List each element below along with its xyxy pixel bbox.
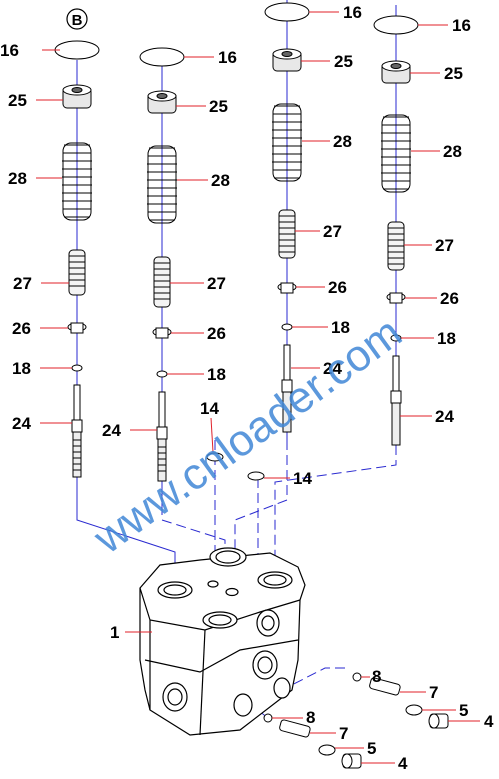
callout-27: 27 — [207, 274, 226, 293]
spool-24 — [156, 391, 168, 482]
oring-18 — [281, 323, 293, 331]
disc-16 — [264, 2, 310, 22]
callout-27: 27 — [323, 222, 342, 241]
spring-27 — [278, 209, 296, 259]
retainer-26 — [386, 292, 406, 304]
callout-8: 8 — [372, 667, 381, 686]
spool-24 — [390, 355, 402, 446]
oring-18 — [71, 364, 83, 372]
spring-28 — [272, 103, 302, 182]
ball-8 — [263, 713, 273, 723]
column-a-parts — [54, 40, 100, 478]
callout-26: 26 — [12, 319, 31, 338]
callout-16: 16 — [218, 48, 237, 67]
seal-25 — [381, 60, 411, 84]
callout-4: 4 — [398, 754, 408, 773]
plug-4 — [341, 753, 362, 769]
callout-7: 7 — [339, 724, 348, 743]
seal-25 — [147, 90, 177, 114]
callout-27: 27 — [435, 236, 454, 255]
leader-lines — [36, 11, 480, 764]
callout-25: 25 — [8, 91, 27, 110]
spring-28 — [381, 114, 411, 193]
callout-24: 24 — [323, 359, 342, 378]
callout-1: 1 — [110, 623, 119, 642]
retainer-26 — [152, 327, 172, 339]
column-d-parts — [373, 15, 419, 446]
plug-assembly-lower — [263, 713, 362, 769]
callout-14: 14 — [200, 399, 219, 418]
column-c-parts — [264, 2, 310, 433]
spring-28 — [62, 142, 92, 221]
retainer-26 — [67, 322, 87, 334]
callout-28: 28 — [8, 169, 27, 188]
disc-16 — [139, 47, 185, 67]
callout-18: 18 — [437, 329, 456, 348]
spool-24 — [281, 344, 293, 433]
callout-18: 18 — [331, 318, 350, 337]
section-marker: B — [66, 8, 88, 30]
callout-labels: 16 16 16 16 25 25 25 25 28 28 28 28 27 2… — [0, 3, 494, 773]
oring-5 — [405, 704, 423, 716]
callout-25: 25 — [444, 64, 463, 83]
plunger-7 — [369, 677, 401, 696]
oring-14 — [247, 471, 265, 481]
callout-28: 28 — [211, 171, 230, 190]
callout-7: 7 — [429, 683, 438, 702]
ball-8 — [352, 672, 362, 682]
seal-25 — [62, 84, 92, 109]
callout-18: 18 — [12, 359, 31, 378]
watermark: www.cnloader.com — [84, 308, 410, 564]
callout-5: 5 — [459, 701, 468, 720]
callout-5: 5 — [367, 739, 376, 758]
callout-14: 14 — [293, 469, 312, 488]
spring-27 — [68, 249, 86, 296]
retainer-26 — [277, 282, 297, 294]
svg-text:B: B — [72, 12, 83, 29]
callout-28: 28 — [333, 132, 352, 151]
callout-24: 24 — [435, 407, 454, 426]
callout-27: 27 — [13, 274, 32, 293]
disc-16 — [373, 15, 419, 35]
callout-28: 28 — [443, 142, 462, 161]
callout-4: 4 — [484, 712, 494, 731]
spring-28 — [147, 145, 177, 224]
disc-16 — [54, 40, 100, 60]
callout-25: 25 — [334, 52, 353, 71]
callout-16: 16 — [343, 3, 362, 22]
callout-25: 25 — [209, 97, 228, 116]
oring-14 — [206, 452, 224, 462]
callout-16: 16 — [0, 41, 19, 60]
spring-27 — [387, 221, 405, 271]
spring-27 — [153, 256, 171, 308]
callout-24: 24 — [12, 414, 31, 433]
plunger-7 — [279, 719, 311, 738]
callout-16: 16 — [452, 16, 471, 35]
oring-5 — [318, 744, 336, 756]
seal-25 — [272, 48, 302, 72]
callout-24: 24 — [102, 421, 121, 440]
valve-body — [139, 547, 306, 736]
oring-18 — [156, 370, 168, 378]
callout-8: 8 — [306, 708, 315, 727]
plug-4 — [428, 713, 449, 729]
plug-assembly-upper — [352, 672, 449, 729]
callout-26: 26 — [207, 324, 226, 343]
callout-18: 18 — [207, 365, 226, 384]
callout-26: 26 — [328, 278, 347, 297]
spool-24 — [71, 384, 83, 478]
column-b-parts — [139, 47, 185, 482]
callout-26: 26 — [440, 289, 459, 308]
